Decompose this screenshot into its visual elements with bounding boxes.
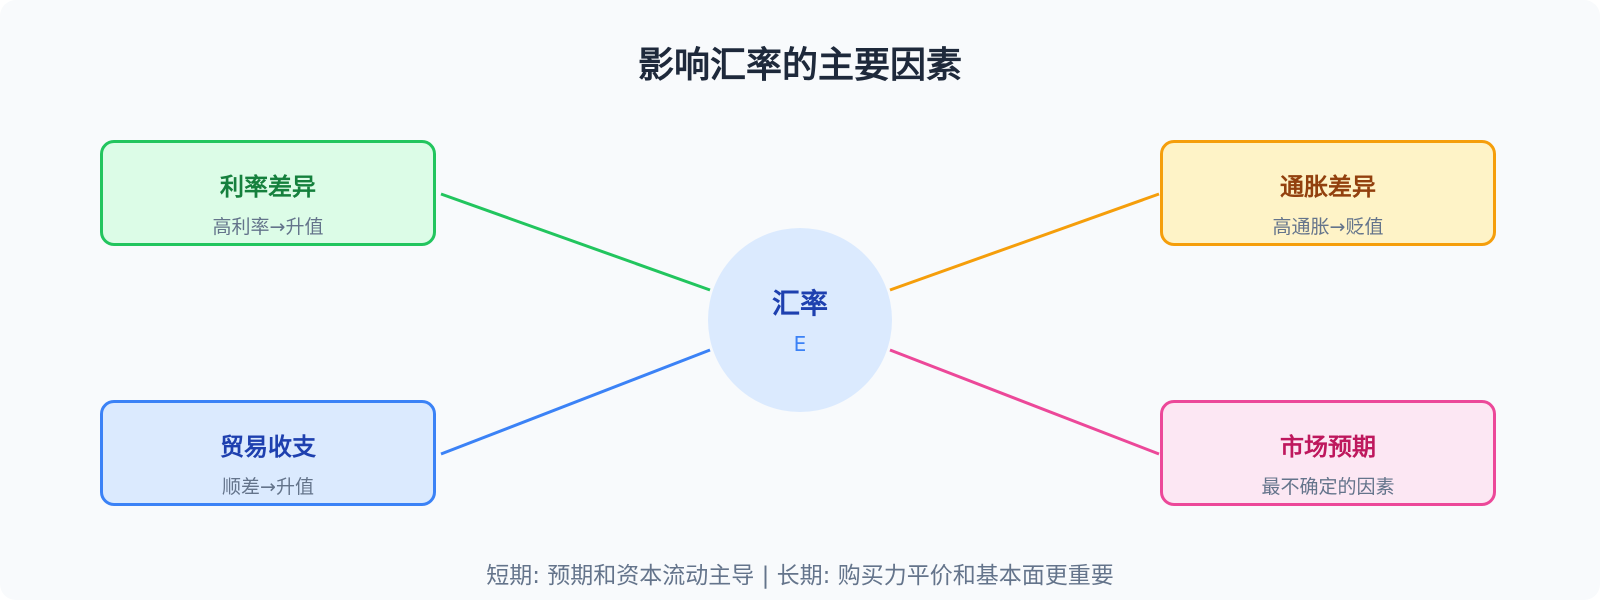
factor-name: 市场预期 <box>1280 433 1376 461</box>
factor-name: 通胀差异 <box>1280 173 1376 201</box>
connector-trade-balance <box>440 348 711 456</box>
factor-name: 贸易收支 <box>220 433 316 461</box>
factor-box-trade-balance: 贸易收支 顺差→升值 <box>100 400 436 506</box>
factor-name: 利率差异 <box>220 173 316 201</box>
factor-effect: 高利率→升值 <box>212 216 324 238</box>
factor-effect: 最不确定的因素 <box>1261 476 1395 498</box>
factor-effect: 高通胀→贬值 <box>1272 216 1384 238</box>
hub-label: 汇率 <box>771 287 828 320</box>
factor-box-market-expectation: 市场预期 最不确定的因素 <box>1160 400 1496 506</box>
connector-inflation <box>889 192 1160 292</box>
connector-market-expectation <box>889 348 1160 456</box>
exchange-rate-hub: 汇率 E <box>708 228 892 412</box>
factor-box-interest-rate: 利率差异 高利率→升值 <box>100 140 436 246</box>
footer-note: 短期: 预期和资本流动主导 | 长期: 购买力平价和基本面更重要 <box>486 563 1114 589</box>
connector-interest-rate <box>440 192 711 292</box>
factor-effect: 顺差→升值 <box>222 476 314 498</box>
hub-symbol: E <box>793 332 807 356</box>
factor-box-inflation: 通胀差异 高通胀→贬值 <box>1160 140 1496 246</box>
diagram-title: 影响汇率的主要因素 <box>637 45 962 86</box>
